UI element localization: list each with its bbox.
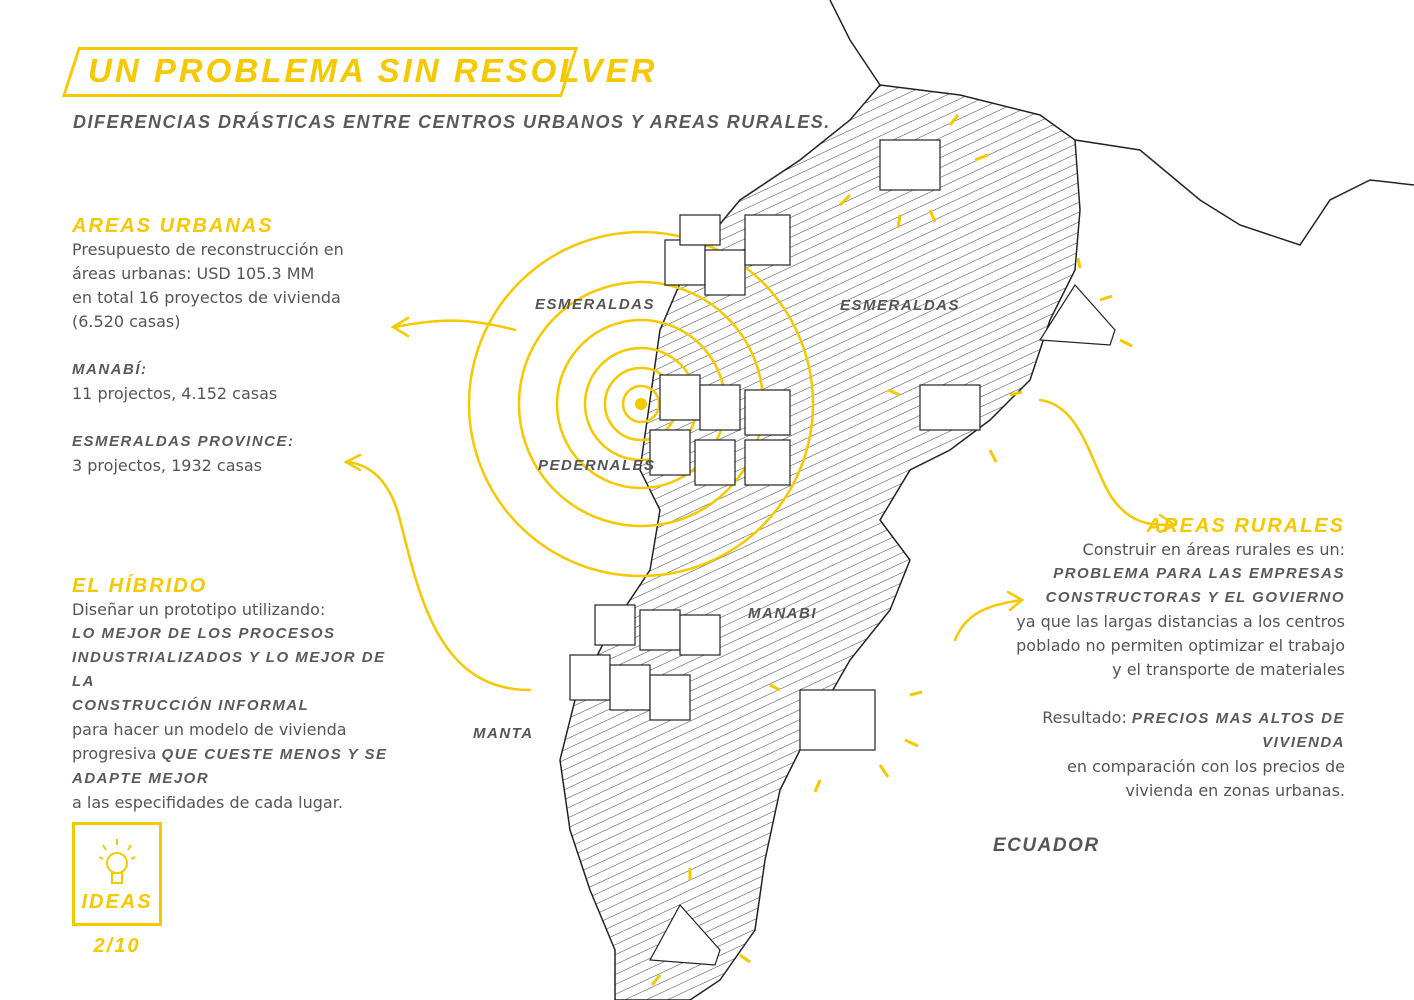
page-number: 2/10 (93, 935, 141, 957)
lightbulb-icon (98, 839, 136, 884)
urban-line: (6.520 casas) (72, 312, 181, 331)
hybrid-bold: industrializados y lo mejor de la (72, 649, 386, 690)
page-subtitle: Diferencias drásticas entre centros urba… (73, 112, 831, 132)
hybrid-bold: adapte mejor (72, 770, 210, 787)
result-label: Resultado: (1042, 708, 1132, 727)
rural-bold: vivienda (1262, 734, 1345, 751)
urban-areas-section: Areas urbanas Presupuesto de reconstrucc… (72, 215, 392, 478)
rural-areas-section: Areas rurales Construir en áreas rurales… (960, 515, 1345, 803)
rural-line: ya que las largas distancias a los centr… (1016, 612, 1345, 631)
hybrid-bold: Lo mejor de los procesos (72, 625, 336, 642)
hybrid-heading: El híbrido (72, 575, 208, 597)
map-label-manta: Manta (473, 725, 534, 742)
rural-line: vivienda en zonas urbanas. (1125, 781, 1345, 800)
page-title: Un problema sin resolver (88, 52, 658, 89)
ideas-label: Ideas (81, 891, 153, 913)
map-label-esmeraldas-region: Esmeraldas (840, 297, 961, 314)
rural-line: Construir en áreas rurales es un: (1082, 540, 1345, 559)
map-label-ecuador: Ecuador (993, 835, 1100, 856)
rural-result: Resultado: Precios mas altos de (960, 706, 1345, 731)
map-label-esmeraldas-city: Esmeraldas (535, 296, 656, 313)
map-label-pedernales: Pedernales (538, 457, 656, 474)
stilt-houses (569, 214, 791, 721)
rural-bold: constructoras y el govierno (1045, 589, 1345, 606)
ideas-badge: Ideas (72, 822, 162, 926)
urban-line: Presupuesto de reconstrucción en (72, 240, 344, 259)
urban-line: áreas urbanas: USD 105.3 MM (72, 264, 315, 283)
hybrid-line: a las especifidades de cada lugar. (72, 793, 343, 812)
rural-bold: Precios mas altos de (1131, 710, 1345, 727)
esmeraldas-text: 3 projectos, 1932 casas (72, 456, 262, 475)
manabi-label: Manabí: (72, 361, 148, 378)
hybrid-line: para hacer un modelo de vivienda (72, 720, 347, 739)
arrows (343, 316, 1178, 692)
map-label-manabi: Manabi (748, 605, 817, 622)
epicenter-dot (635, 398, 647, 410)
esmeraldas-label: Esmeraldas province: (72, 433, 295, 450)
rural-damage-rays (650, 114, 1133, 986)
urban-line: en total 16 proyectos de vivienda (72, 288, 341, 307)
rural-bold: Problema para las empresas (1053, 565, 1345, 582)
hybrid-line: progresiva que cueste menos y se (72, 742, 412, 767)
rural-line: y el transporte de materiales (1112, 660, 1345, 679)
rural-line: en comparación con los precios de (1067, 757, 1345, 776)
rural-heading: Areas rurales (1146, 515, 1345, 537)
hybrid-bold: que cueste menos y se (161, 746, 388, 763)
hybrid-section: El híbrido Diseñar un prototipo utilizan… (72, 575, 412, 815)
urban-text: Presupuesto de reconstrucción en áreas u… (72, 238, 392, 478)
rural-line: poblado no permiten optimizar el trabajo (1016, 636, 1345, 655)
hybrid-bold: construcción informal (72, 697, 310, 714)
manabi-text: 11 projectos, 4.152 casas (72, 384, 278, 403)
coast-border-line (829, 0, 1414, 246)
hybrid-line: Diseñar un prototipo utilizando: (72, 600, 326, 619)
hybrid-text: progresiva (72, 744, 162, 763)
urban-heading: Areas urbanas (72, 215, 274, 237)
rural-houses (649, 139, 1116, 966)
